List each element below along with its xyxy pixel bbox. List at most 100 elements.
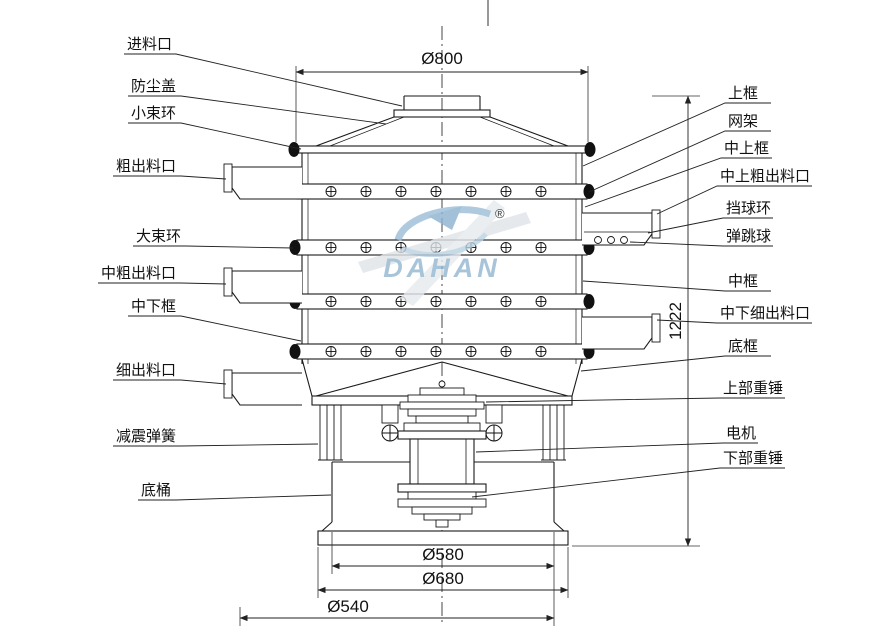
dim-ext-height bbox=[572, 95, 700, 547]
inlet-flange bbox=[393, 109, 491, 118]
bolt-icon bbox=[360, 296, 372, 307]
label-small-clamp-ring: 小束环 bbox=[128, 105, 302, 150]
lower-weight bbox=[397, 491, 487, 528]
feed-inlet bbox=[393, 95, 491, 118]
label-mid-upper-frame-text: 中上框 bbox=[724, 140, 769, 157]
label-screen-frame: 网架 bbox=[588, 113, 771, 193]
label-upper-weight-text: 上部重锤 bbox=[723, 380, 783, 397]
deck-band-1 bbox=[289, 183, 595, 200]
dahan-watermark-logo: DAHAN ® bbox=[358, 200, 531, 306]
bottom-cone bbox=[301, 358, 583, 397]
small-clamp-ring bbox=[288, 142, 596, 157]
label-large-clamp-ring-leader bbox=[133, 245, 294, 249]
dimension-base-plate-diameter: Ø680 bbox=[422, 569, 464, 588]
label-motor: 电机 bbox=[475, 425, 758, 453]
base-plate bbox=[317, 530, 569, 546]
label-fine-outlet-text: 细出料口 bbox=[116, 362, 176, 379]
label-mid-upper-coarse-outlet-text: 中上粗出料口 bbox=[720, 168, 810, 185]
mount-bolt-icon bbox=[381, 424, 399, 442]
label-upper-weight: 上部重锤 bbox=[485, 380, 785, 403]
bolt-icon bbox=[360, 242, 372, 253]
bolt-icon bbox=[535, 186, 547, 197]
bouncing-ball-icon bbox=[607, 236, 615, 244]
logo-swoosh bbox=[394, 206, 492, 242]
bolt-icon bbox=[535, 242, 547, 253]
label-large-clamp-ring: 大束环 bbox=[133, 228, 294, 249]
label-dust-cover-leader bbox=[128, 95, 387, 125]
label-bouncing-ball: 弹跳球 bbox=[629, 228, 773, 247]
bolt-icon bbox=[465, 186, 477, 197]
dimensions: Ø800 1222 Ø580 Ø680 Ø540 bbox=[239, 49, 700, 626]
bolt-icon bbox=[395, 346, 407, 357]
label-lower-weight: 下部重锤 bbox=[471, 450, 785, 498]
bolt-icon bbox=[465, 346, 477, 357]
label-fine-outlet-leader bbox=[113, 379, 227, 385]
label-coarse-outlet-text: 粗出料口 bbox=[116, 158, 176, 175]
label-upper-frame-leader bbox=[582, 102, 771, 167]
bolt-icon bbox=[430, 186, 442, 197]
bolt-icon bbox=[325, 186, 337, 197]
label-coarse-outlet-leader bbox=[113, 175, 227, 180]
label-damping-spring-leader bbox=[113, 443, 319, 447]
label-dust-cover: 防尘盖 bbox=[128, 78, 387, 125]
clamp-end-icon bbox=[584, 142, 596, 157]
brand-logo-text: DAHAN bbox=[383, 253, 501, 283]
label-bottom-frame: 底框 bbox=[580, 338, 771, 372]
label-base-barrel-leader bbox=[138, 494, 332, 501]
label-bouncing-ball-text: 弹跳球 bbox=[726, 228, 771, 245]
clamp-end-icon bbox=[289, 240, 301, 255]
label-mid-upper-coarse-outlet: 中上粗出料口 bbox=[656, 168, 812, 215]
label-mid-upper-frame-leader bbox=[584, 157, 772, 208]
label-mid-upper-coarse-outlet-leader bbox=[656, 185, 812, 215]
dimension-bottom-diameter: Ø540 bbox=[327, 597, 369, 616]
mount-bracket-left bbox=[381, 404, 399, 424]
bouncing-ball-icon bbox=[594, 236, 602, 244]
bolt-icon bbox=[325, 346, 337, 357]
labels-left: 进料口 防尘盖 小束环 粗出料口 大束环 中粗出料口 中下框 细出料口 bbox=[98, 36, 403, 501]
bolt-icon bbox=[500, 242, 512, 253]
label-coarse-outlet: 粗出料口 bbox=[113, 158, 227, 180]
clamp-end-icon bbox=[583, 184, 595, 199]
bolt-icon bbox=[325, 242, 337, 253]
bolt-icon bbox=[500, 346, 512, 357]
label-upper-frame-text: 上框 bbox=[728, 85, 758, 102]
bolt-icon bbox=[500, 186, 512, 197]
label-mid-lower-frame: 中下框 bbox=[128, 298, 302, 342]
label-mid-coarse-outlet: 中粗出料口 bbox=[98, 265, 227, 285]
damping-spring-right bbox=[541, 405, 566, 461]
registered-trademark-icon: ® bbox=[495, 206, 505, 221]
label-bottom-frame-text: 底框 bbox=[728, 338, 758, 355]
bolt-icon bbox=[430, 346, 442, 357]
machine-drawing bbox=[223, 0, 661, 622]
label-mid-lower-fine-outlet-text: 中下细出料口 bbox=[720, 305, 810, 322]
bolt-icon bbox=[395, 186, 407, 197]
label-small-clamp-ring-leader bbox=[128, 122, 302, 150]
bolt-icon bbox=[430, 296, 442, 307]
label-damping-spring-text: 减震弹簧 bbox=[116, 428, 176, 445]
bolt-icon bbox=[360, 346, 372, 357]
label-ball-blocking-ring: 挡球环 bbox=[647, 200, 773, 234]
bolt-icon bbox=[465, 296, 477, 307]
label-feed-inlet-leader bbox=[124, 53, 403, 107]
label-screen-frame-text: 网架 bbox=[728, 113, 758, 130]
mount-bolt-icon bbox=[485, 424, 503, 442]
label-mid-lower-fine-outlet-leader bbox=[656, 319, 812, 324]
motor bbox=[397, 430, 487, 493]
label-damping-spring: 减震弹簧 bbox=[113, 428, 319, 447]
label-mid-lower-fine-outlet: 中下细出料口 bbox=[656, 305, 812, 324]
label-ball-blocking-ring-text: 挡球环 bbox=[726, 200, 771, 217]
label-middle-frame: 中框 bbox=[582, 273, 771, 292]
label-base-barrel: 底桶 bbox=[138, 482, 332, 501]
bouncing-ball-icon bbox=[620, 236, 628, 244]
logo-swoosh bbox=[400, 232, 488, 258]
label-motor-text: 电机 bbox=[726, 425, 756, 442]
label-small-clamp-ring-text: 小束环 bbox=[131, 105, 176, 122]
label-feed-inlet: 进料口 bbox=[124, 36, 403, 107]
bolt-icon bbox=[360, 186, 372, 197]
bolt-icon bbox=[500, 296, 512, 307]
label-mid-lower-frame-text: 中下框 bbox=[131, 298, 176, 315]
label-mid-coarse-outlet-leader bbox=[98, 282, 227, 285]
label-mid-lower-frame-leader bbox=[128, 315, 302, 342]
